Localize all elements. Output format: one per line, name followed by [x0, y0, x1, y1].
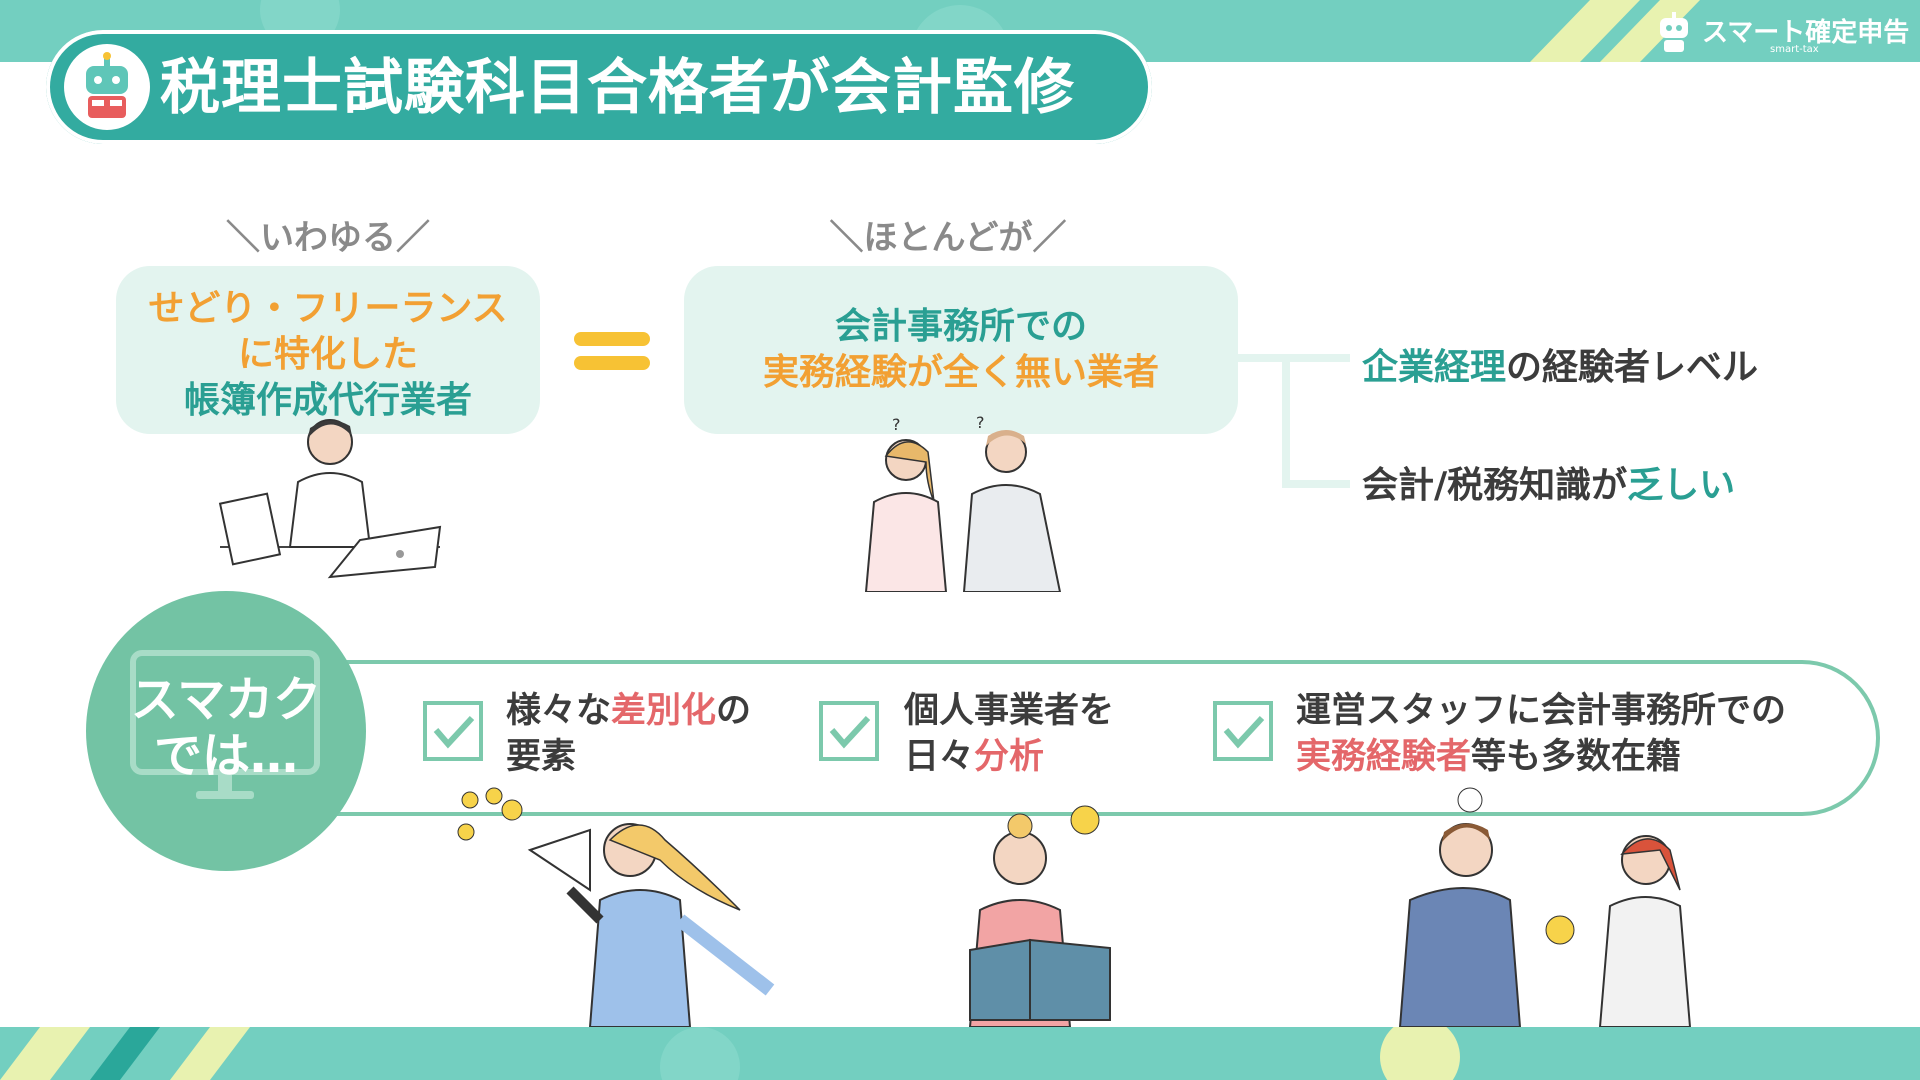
feature-1-pre: 様々な: [506, 691, 612, 731]
branch-item-1-rest: の経験者レベル: [1506, 347, 1759, 388]
equals-sign-top: [574, 332, 650, 346]
feature-3-text: 運営スタッフに会計事務所での 実務経験者等も多数在籍: [1296, 688, 1786, 780]
feature-3-line2: 実務経験者等も多数在籍: [1296, 734, 1786, 780]
left-lead-text: ＼いわゆる／: [226, 218, 430, 258]
colleagues-idea-illustration: [1398, 787, 1692, 1027]
left-card-line1: せどり・フリーランス: [148, 288, 508, 329]
smakaku-label: スマカク では…: [116, 672, 336, 784]
left-card-line3: 帳簿作成代行業者: [183, 380, 472, 421]
feature-1-post: の: [716, 691, 752, 731]
feature-1-highlight: 差別化: [611, 691, 717, 731]
left-card: せどり・フリーランス に特化した 帳簿作成代行業者: [116, 266, 540, 434]
equals-sign-bottom: [574, 356, 650, 370]
branch-item-1-highlight: 企業経理: [1362, 347, 1507, 388]
title-banner: [46, 30, 1152, 144]
middle-lead-text: ＼ほとんどが／: [829, 218, 1067, 258]
feature-1-text: 様々な差別化の 要素: [506, 688, 751, 780]
feature-1-line2: 要素: [506, 737, 577, 777]
branch-connector-horizontal: [1238, 354, 1350, 362]
feature-2-line1: 個人事業者を: [904, 691, 1115, 731]
branch-item-2-rest: 会計/税務知識が: [1362, 465, 1628, 506]
branch-item-2-highlight: 乏しい: [1627, 465, 1736, 506]
bottom-band-pattern: [0, 1027, 1460, 1080]
check-icon-2: [819, 701, 879, 761]
monitor-stand-icon: [196, 775, 254, 799]
man-with-laptop-illustration: [218, 419, 442, 579]
svg-text:?: ?: [892, 415, 901, 434]
brand-sub: smart-tax: [1770, 44, 1819, 55]
branch-item-2: 会計/税務知識が乏しい: [1362, 456, 1735, 508]
robot-calculator-icon: [64, 44, 150, 130]
feature-3-highlight: 実務経験者: [1296, 737, 1472, 777]
middle-card: 会計事務所での 実務経験が全く無い業者: [684, 266, 1238, 434]
middle-card-line2: 実務経験が全く無い業者: [762, 352, 1159, 393]
smakaku-label-line2: では…: [153, 728, 298, 784]
features-bar: [180, 660, 1880, 816]
monitor-icon: [130, 650, 320, 775]
middle-card-line1: 会計事務所での: [834, 306, 1087, 347]
feature-3-line1: 運営スタッフに会計事務所での: [1296, 691, 1787, 731]
feature-2-text: 個人事業者を 日々分析: [904, 688, 1114, 780]
smakaku-label-line1: スマカク: [130, 672, 322, 728]
feature-2-pre: 日々: [904, 737, 975, 777]
feature-3-post: 等も多数在籍: [1471, 737, 1682, 777]
page-title: 税理士試験科目合格者が会計監修: [160, 53, 1075, 123]
branch-connector-lower: [1282, 480, 1350, 488]
brand-name: スマート確定申告: [1702, 18, 1910, 48]
robot-logo-icon: [1660, 12, 1688, 52]
confused-people-illustration: ? ?: [864, 413, 1062, 592]
woman-reading-book-illustration: [968, 805, 1111, 1027]
bottom-band: [0, 1027, 1920, 1080]
svg-text:?: ?: [976, 413, 985, 432]
check-icon-3: [1213, 701, 1273, 761]
woman-megaphone-illustration: [457, 787, 775, 1027]
feature-2-highlight: 分析: [974, 737, 1045, 777]
brand-logo: スマート確定申告 smart-tax: [1652, 8, 1912, 56]
left-card-line2: に特化した: [237, 334, 418, 375]
branch-item-1: 企業経理の経験者レベル: [1362, 338, 1758, 390]
check-icon-1: [423, 701, 483, 761]
feature-2-line2: 日々分析: [904, 734, 1114, 780]
branch-connector-vertical: [1282, 354, 1290, 488]
feature-1-line1: 様々な差別化の: [506, 688, 751, 734]
